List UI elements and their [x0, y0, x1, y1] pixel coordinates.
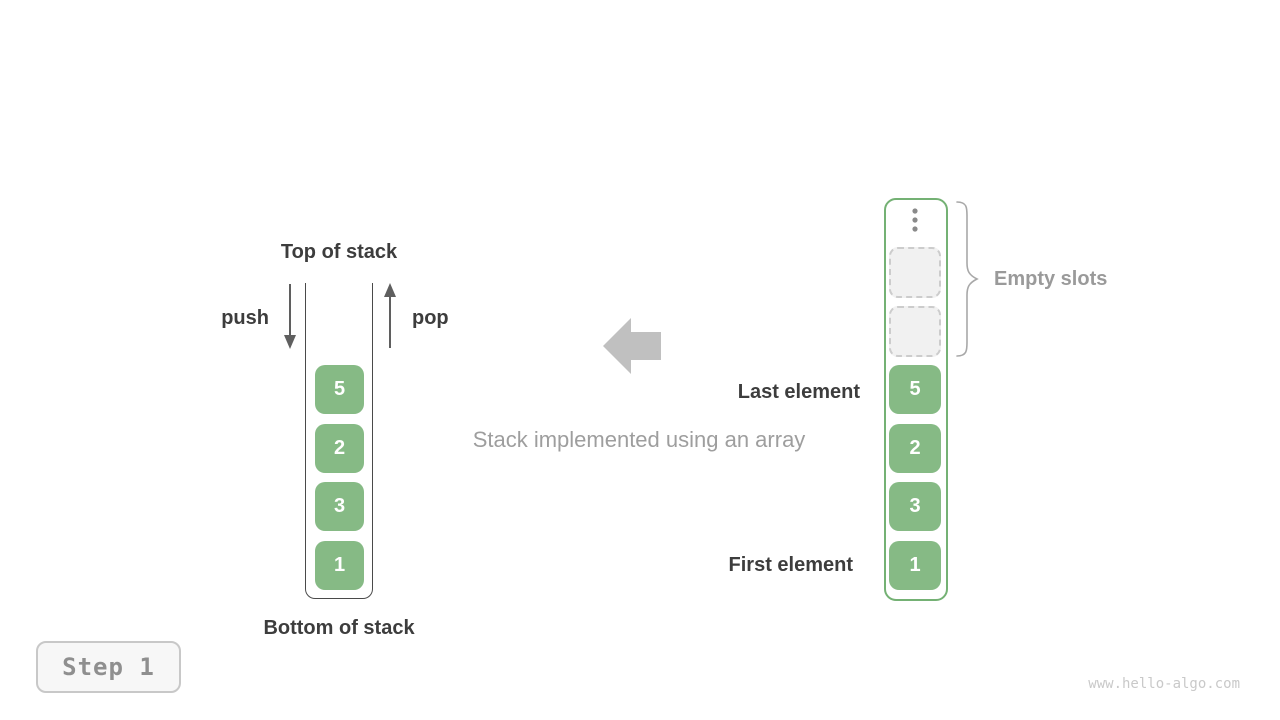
watermark: www.hello-algo.com — [1088, 676, 1240, 692]
center-caption: Stack implemented using an array — [472, 427, 806, 452]
push-label: push — [221, 307, 269, 329]
empty-slots-label: Empty slots — [994, 268, 1108, 290]
stack-container — [305, 283, 373, 599]
empty-slot — [889, 247, 941, 298]
step-badge: Step 1 — [36, 641, 181, 693]
pop-up-arrow-icon — [384, 283, 396, 348]
bottom-of-stack-label: Bottom of stack — [263, 617, 415, 639]
array-block: 1 — [889, 541, 941, 590]
first-element-label: First element — [728, 554, 853, 576]
push-down-arrow-icon — [284, 284, 296, 349]
stack-block: 3 — [315, 482, 364, 531]
vertical-ellipsis-icon — [912, 208, 918, 232]
array-block: 3 — [889, 482, 941, 531]
empty-slot — [889, 306, 941, 357]
last-element-label: Last element — [737, 381, 860, 403]
curly-brace-icon — [956, 201, 979, 357]
pop-label: pop — [412, 307, 449, 329]
array-block: 2 — [889, 424, 941, 473]
stack-block: 2 — [315, 424, 364, 473]
top-of-stack-label: Top of stack — [280, 241, 398, 263]
array-block: 5 — [889, 365, 941, 414]
stack-block: 1 — [315, 541, 364, 590]
stack-block: 5 — [315, 365, 364, 414]
left-block-arrow-icon — [603, 318, 661, 374]
